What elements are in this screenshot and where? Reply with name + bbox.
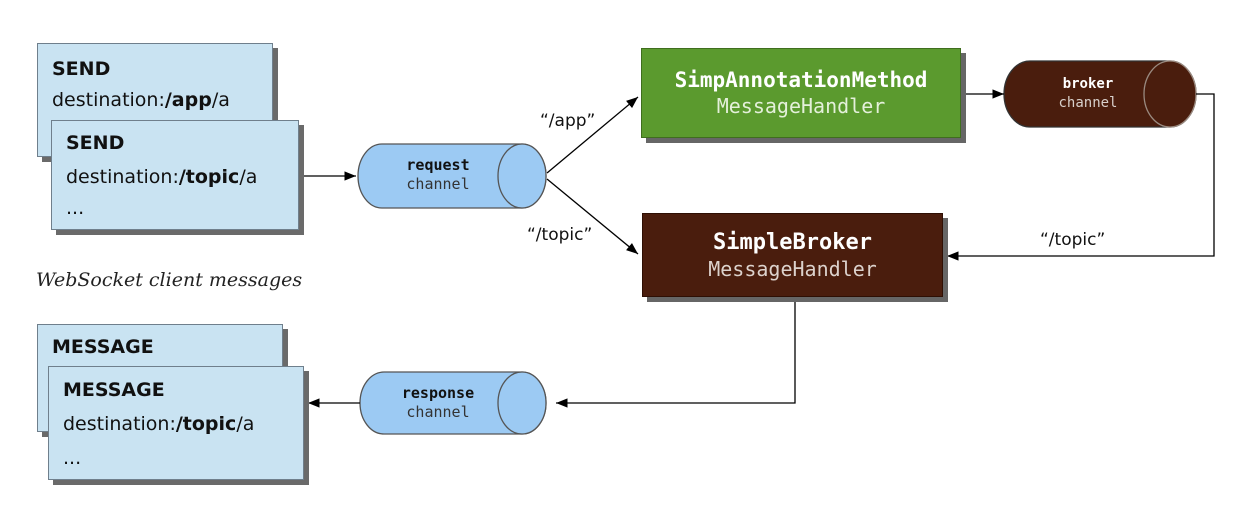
message-card-front-title: MESSAGE [63, 379, 165, 401]
route-label-app: “/app” [540, 111, 596, 131]
send-card-front-title: SEND [66, 132, 125, 154]
arrow-request-to-simplebroker [546, 178, 639, 255]
message-card-back-title: MESSAGE [52, 336, 154, 358]
arrow-request-to-annotation [546, 96, 639, 174]
broker-channel-shape [1003, 60, 1197, 128]
arrow-simplebroker-to-response [556, 298, 796, 408]
send-card-back-destination: destination:/app/a [52, 89, 230, 111]
message-card-front: MESSAGE destination:/topic/a ... [48, 366, 304, 480]
route-label-topic-left: “/topic” [527, 225, 593, 245]
simple-broker-subtitle: MessageHandler [708, 256, 877, 281]
send-card-back-title: SEND [52, 58, 111, 80]
broker-channel-label: broker channel [1058, 76, 1118, 111]
route-label-topic-right: “/topic” [1040, 230, 1106, 250]
caption: WebSocket client messages [36, 269, 303, 291]
arrow-broker-to-simplebroker [947, 93, 1215, 261]
request-channel-label: request channel [406, 156, 470, 193]
request-channel-shape [357, 143, 547, 209]
annotation-handler-title: SimpAnnotationMethod [674, 68, 928, 92]
response-channel-shape [359, 371, 547, 435]
send-card-front-ellipsis: ... [66, 197, 85, 219]
simple-broker-handler: SimpleBroker MessageHandler [642, 213, 943, 297]
send-card-front-destination: destination:/topic/a [66, 166, 258, 188]
message-card-front-destination: destination:/topic/a [63, 413, 255, 435]
annotation-handler-subtitle: MessageHandler [716, 94, 886, 118]
simple-broker-title: SimpleBroker [713, 229, 872, 255]
send-card-front: SEND destination:/topic/a ... [51, 120, 299, 230]
message-card-front-ellipsis: ... [63, 447, 82, 469]
response-channel-label: response channel [401, 384, 475, 421]
annotation-method-handler: SimpAnnotationMethod MessageHandler [641, 48, 961, 138]
